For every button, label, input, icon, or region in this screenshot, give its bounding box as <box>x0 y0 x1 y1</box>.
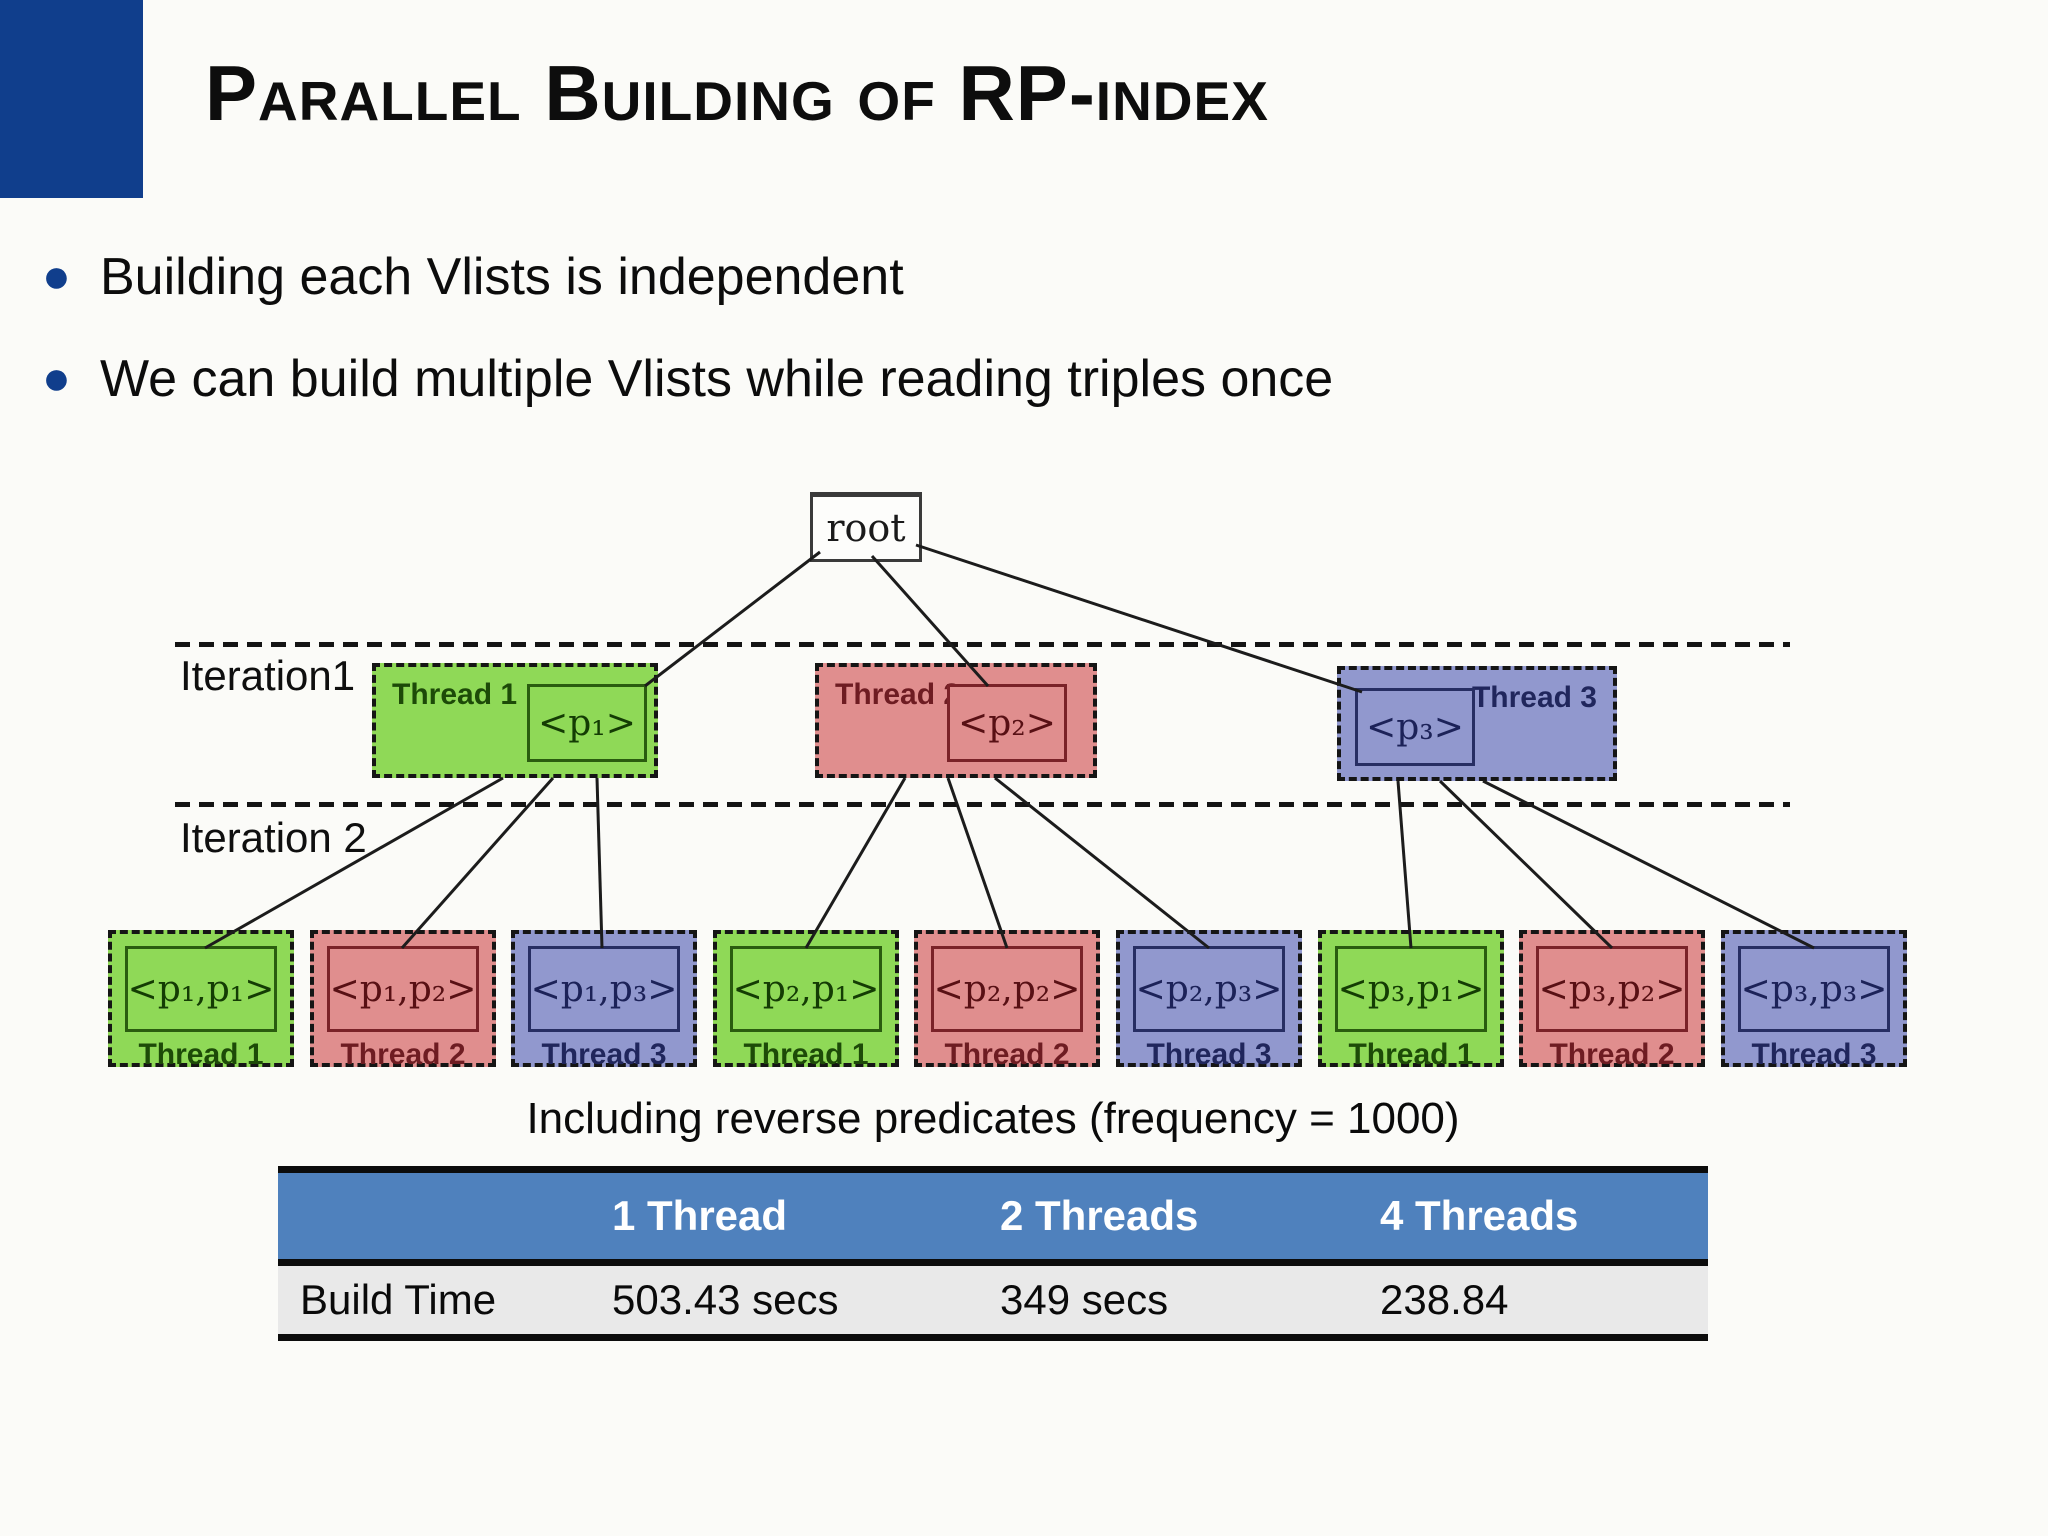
predicate-pair-node: <p₂,p₂> <box>931 946 1083 1032</box>
thread-label: Thread 3 <box>541 1038 667 1071</box>
value-cell: 503.43 secs <box>612 1276 839 1323</box>
predicate-pair-node: <p₁,p₁> <box>125 946 277 1032</box>
build-time-table: 1 Thread 2 Threads 4 Threads Build Time … <box>278 1166 1708 1341</box>
table-border-top <box>278 1166 1708 1173</box>
thread-label: Thread 1 <box>392 678 518 711</box>
thread-label: Thread 1 <box>1348 1038 1474 1071</box>
predicate-pair-node: <p₂,p₃> <box>1133 946 1285 1032</box>
table-border-bottom <box>278 1334 1708 1341</box>
header-cell: 1 Thread <box>612 1192 788 1239</box>
predicate-pair-node: <p₂,p₁> <box>730 946 882 1032</box>
thread-label: Thread 2 <box>1549 1038 1675 1071</box>
iter2-node: <p₃,p₂> Thread 2 <box>1519 930 1705 1071</box>
iter2-node: <p₂,p₁> Thread 1 <box>713 930 899 1071</box>
table-data-row: Build Time 503.43 secs 349 secs 238.84 <box>278 1266 1708 1334</box>
thread-label: Thread 2 <box>835 678 961 711</box>
iteration2-label: Iteration 2 <box>180 814 367 861</box>
iter2-node: <p₂,p₃> Thread 3 <box>1116 930 1302 1071</box>
iteration1-label: Iteration1 <box>180 652 356 699</box>
iter1-thread3-box: Thread 3 <p₃> <box>1337 666 1617 781</box>
bullet-dot-icon: ● <box>42 250 71 303</box>
iter1-thread2-box: Thread 2 <p₂> <box>815 663 1097 778</box>
bullet-text: We can build multiple Vlists while readi… <box>100 350 1334 408</box>
predicate-pair-node: <p₁,p₂> <box>327 946 479 1032</box>
root-node: root <box>810 492 922 562</box>
iter2-node: <p₃,p₃> Thread 3 <box>1721 930 1907 1071</box>
predicate-node: <p₃> <box>1355 688 1475 766</box>
table-border-middle <box>278 1259 1708 1266</box>
predicate-pair-node: <p₃,p₃> <box>1738 946 1890 1032</box>
slide-title: Parallel Building of RP-index <box>205 49 1269 137</box>
corner-accent-rectangle <box>0 0 143 198</box>
iteration-divider-2 <box>175 802 1790 807</box>
value-cell: 349 secs <box>1000 1276 1169 1323</box>
predicate-pair-node: <p₁,p₃> <box>528 946 680 1032</box>
thread-label: Thread 2 <box>340 1038 466 1071</box>
predicate-pair-node: <p₃,p₂> <box>1536 946 1688 1032</box>
header-cell: 4 Threads <box>1380 1192 1579 1239</box>
value-cell: 238.84 <box>1380 1276 1509 1323</box>
thread-label: Thread 3 <box>1751 1038 1877 1071</box>
iteration-divider-1 <box>175 642 1790 647</box>
table-caption: Including reverse predicates (frequency … <box>526 1094 1460 1143</box>
thread-label: Thread 1 <box>138 1038 264 1071</box>
iter2-node: <p₁,p₁> Thread 1 <box>108 930 294 1071</box>
thread-label: Thread 3 <box>1146 1038 1272 1071</box>
predicate-node: <p₁> <box>527 684 647 762</box>
bullet-dot-icon: ● <box>42 352 71 405</box>
thread-label: Thread 1 <box>743 1038 869 1071</box>
table-header-row: 1 Thread 2 Threads 4 Threads <box>278 1173 1708 1259</box>
bullet-item: ● We can build multiple Vlists while rea… <box>42 348 1333 410</box>
iter2-node: <p₂,p₂> Thread 2 <box>914 930 1100 1071</box>
row-label-cell: Build Time <box>300 1276 497 1323</box>
thread-label: Thread 2 <box>944 1038 1070 1071</box>
bullet-text: Building each Vlists is independent <box>100 248 904 306</box>
iter2-node: <p₁,p₂> Thread 2 <box>310 930 496 1071</box>
predicate-node: <p₂> <box>947 684 1067 762</box>
thread-label: Thread 3 <box>1471 681 1597 714</box>
iter2-node: <p₁,p₃> Thread 3 <box>511 930 697 1071</box>
predicate-pair-node: <p₃,p₁> <box>1335 946 1487 1032</box>
header-cell: 2 Threads <box>1000 1192 1199 1239</box>
iter2-node: <p₃,p₁> Thread 1 <box>1318 930 1504 1071</box>
iter1-thread1-box: Thread 1 <p₁> <box>372 663 658 778</box>
bullet-item: ● Building each Vlists is independent <box>42 246 904 308</box>
